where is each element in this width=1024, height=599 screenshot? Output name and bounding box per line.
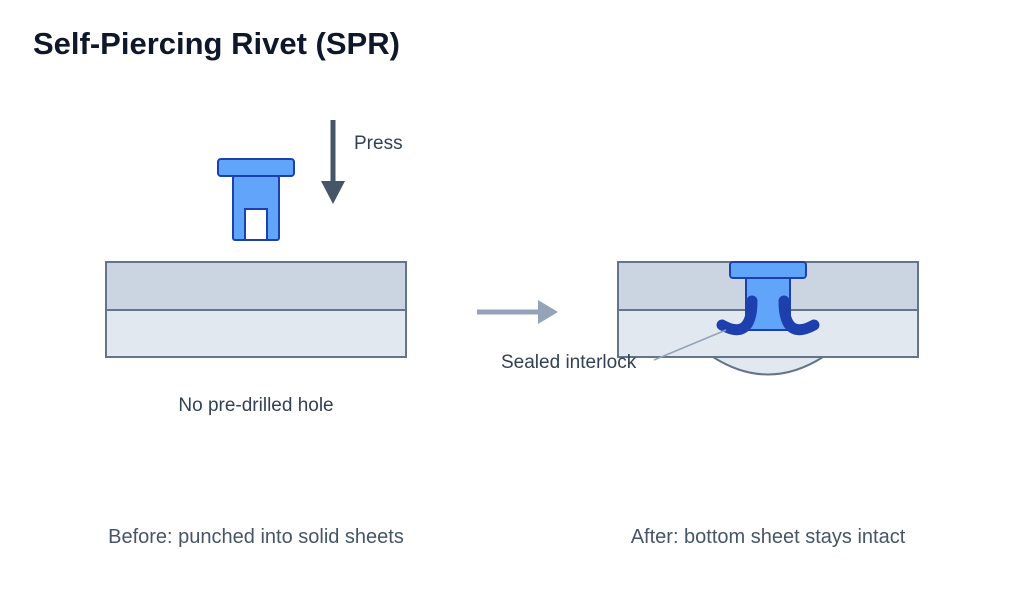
rivet-after bbox=[716, 261, 820, 336]
after-panel: Sealed interlock bbox=[501, 261, 919, 376]
page-title: Self-Piercing Rivet (SPR) bbox=[33, 26, 400, 61]
press-arrow bbox=[321, 120, 345, 204]
flared-leg-right bbox=[778, 295, 820, 336]
bottom-sheet-before bbox=[105, 309, 407, 358]
rivet-before bbox=[217, 158, 295, 241]
before-caption: Before: punched into solid sheets bbox=[108, 526, 404, 548]
before-panel: Press No pre-drilled hole bbox=[105, 120, 407, 416]
transition-arrow bbox=[477, 300, 558, 324]
rivet-head bbox=[217, 158, 295, 177]
after-caption: After: bottom sheet stays intact bbox=[631, 526, 906, 548]
rivet-hollow bbox=[244, 208, 268, 241]
interlock-leader-line bbox=[653, 329, 727, 361]
rivet-head-set bbox=[729, 261, 807, 279]
no-hole-label: No pre-drilled hole bbox=[178, 395, 333, 416]
die-bulge bbox=[712, 356, 824, 376]
top-sheet-before bbox=[105, 261, 407, 311]
flared-leg-left bbox=[716, 295, 758, 336]
sealed-interlock-label: Sealed interlock bbox=[501, 352, 637, 373]
press-label: Press bbox=[354, 133, 403, 154]
